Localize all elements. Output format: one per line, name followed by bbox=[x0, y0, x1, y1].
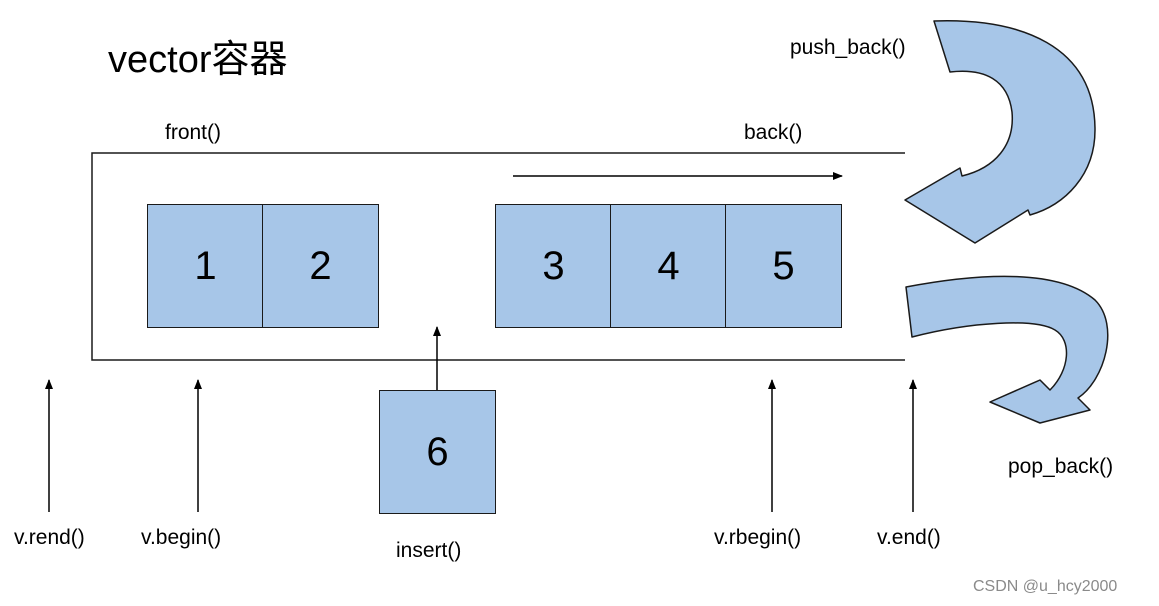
watermark: CSDN @u_hcy2000 bbox=[973, 578, 1118, 595]
front-label: front() bbox=[165, 121, 222, 144]
back-label: back() bbox=[744, 121, 803, 144]
vector-cell-4: 4 bbox=[610, 204, 727, 328]
container-outline bbox=[91, 152, 905, 361]
rend-label: v.rend() bbox=[14, 526, 85, 549]
vector-cell-2: 2 bbox=[262, 204, 379, 328]
push-back-curved-arrow bbox=[904, 20, 1096, 244]
rbegin-label: v.rbegin() bbox=[714, 526, 802, 549]
vector-cell-1: 1 bbox=[147, 204, 264, 328]
insert-label: insert() bbox=[396, 539, 462, 562]
vector-cell-5: 5 bbox=[725, 204, 842, 328]
inserted-cell: 6 bbox=[379, 390, 496, 514]
pop-back-label: pop_back() bbox=[1008, 455, 1114, 478]
begin-label: v.begin() bbox=[141, 526, 222, 549]
end-label: v.end() bbox=[877, 526, 941, 549]
diagram-title: vector容器 bbox=[108, 39, 288, 81]
pop-back-curved-arrow bbox=[905, 275, 1109, 424]
vector-cell-3: 3 bbox=[495, 204, 612, 328]
push-back-label: push_back() bbox=[790, 36, 906, 59]
